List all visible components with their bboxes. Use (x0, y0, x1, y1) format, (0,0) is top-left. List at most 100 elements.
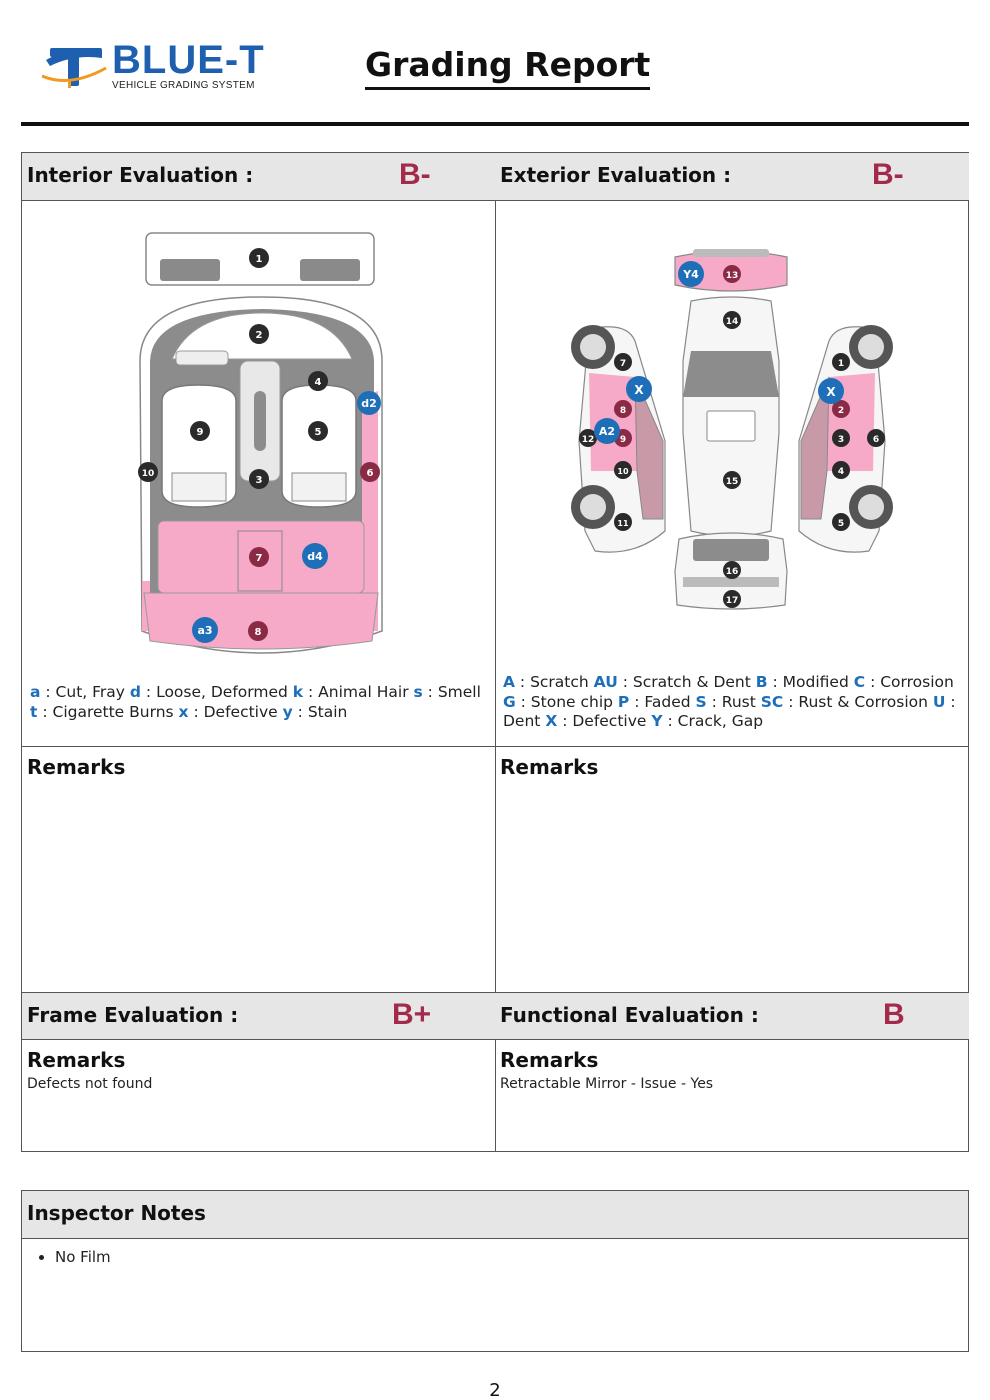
svg-text:6: 6 (873, 435, 879, 445)
svg-text:2: 2 (256, 330, 263, 341)
interior-legend-desc: : Stain (292, 702, 348, 721)
svg-text:14: 14 (726, 317, 739, 327)
exterior-marker-10: 10 (614, 461, 632, 479)
interior-marker-d2: d2 (357, 391, 381, 415)
interior-legend-desc: : Defective (188, 702, 283, 721)
svg-text:3: 3 (256, 475, 263, 486)
exterior-marker-11: 11 (614, 513, 632, 531)
gear-shifter (254, 391, 266, 451)
interior-remarks-title: Remarks (27, 755, 126, 779)
svg-text:8: 8 (620, 406, 626, 416)
left-rear-rim (580, 494, 606, 520)
inspector-notes-title: Inspector Notes (27, 1201, 206, 1225)
functional-evaluation-title: Functional Evaluation : (500, 1003, 759, 1027)
svg-text:6: 6 (367, 468, 374, 479)
page-number: 2 (489, 1380, 501, 1400)
right-window-damage (800, 376, 830, 520)
exterior-legend-key: AU (593, 673, 618, 691)
svg-text:11: 11 (617, 519, 629, 528)
front-grille (693, 249, 769, 257)
logo-text: BLUE-T (112, 38, 265, 82)
exterior-legend: A : Scratch AU : Scratch & Dent B : Modi… (503, 673, 967, 732)
exterior-marker-7: 7 (614, 353, 632, 371)
exterior-legend-key: U (932, 692, 946, 711)
interior-marker-5: 5 (308, 421, 328, 441)
right-front-rim (858, 334, 884, 360)
exterior-legend-key: Y (651, 712, 663, 730)
interior-marker-2: 2 (249, 324, 269, 344)
svg-text:7: 7 (620, 359, 626, 369)
exterior-legend-desc: : Defective (557, 712, 652, 730)
interior-marker-4: 4 (308, 371, 328, 391)
interior-marker-8: 8 (248, 621, 268, 641)
exterior-remarks-divider (495, 746, 969, 747)
svg-text:8: 8 (255, 627, 262, 638)
dashboard-vent-left (160, 259, 220, 281)
svg-text:1: 1 (838, 359, 844, 369)
exterior-legend-desc: : Dent (503, 692, 956, 731)
page-title: Grading Report (365, 44, 651, 90)
evaluation-grid: Interior Evaluation : B- (21, 152, 969, 1152)
svg-text:X: X (826, 385, 836, 399)
exterior-marker-a2: A2 (594, 418, 620, 444)
exterior-legend-desc: : Rust (706, 692, 761, 711)
exterior-grade: B- (872, 158, 904, 191)
exterior-marker-2: 2 (832, 400, 850, 418)
interior-diagram: 1 2 3 4 5 9 10 6 7 8 d2 d4 a3 (138, 232, 383, 654)
blue-t-logo: BLUE-T VEHICLE GRADING SYSTEM (40, 38, 290, 94)
left-front-rim (580, 334, 606, 360)
exterior-evaluation-header: Exterior Evaluation : B- (495, 153, 969, 201)
svg-text:3: 3 (838, 435, 844, 445)
exterior-evaluation-title: Exterior Evaluation : (500, 163, 732, 187)
exterior-diagram: 13 Y4 14 15 16 17 7 8 9 12 10 11 X A2 1 … (571, 249, 893, 610)
front-left-seat-back (171, 472, 227, 502)
interior-legend-key: t (30, 702, 38, 721)
left-column: Interior Evaluation : B- (22, 153, 496, 1151)
interior-marker-a3: a3 (192, 617, 218, 643)
interior-marker-1: 1 (249, 248, 269, 268)
interior-legend: a : Cut, Fray d : Loose, Deformed k : An… (30, 683, 490, 722)
frame-remarks-title: Remarks (27, 1048, 126, 1072)
exterior-marker-14: 14 (723, 311, 741, 329)
exterior-remarks-title: Remarks (500, 755, 599, 779)
exterior-legend-desc: : Faded (629, 692, 696, 711)
exterior-legend-desc: : Scratch & Dent (617, 673, 756, 691)
interior-evaluation-title: Interior Evaluation : (27, 163, 254, 187)
interior-grade: B- (399, 158, 431, 191)
rear-cargo-damage (143, 592, 379, 650)
exterior-legend-key: B (755, 673, 768, 691)
interior-legend-desc: : Cigarette Burns (37, 702, 179, 721)
exterior-marker-5: 5 (832, 513, 850, 531)
left-window-damage (634, 376, 664, 520)
inspector-note-item: No Film (55, 1248, 111, 1266)
right-rear-rim (858, 494, 884, 520)
interior-legend-key: y (282, 702, 293, 721)
svg-text:12: 12 (582, 435, 595, 445)
interior-marker-10: 10 (138, 462, 158, 482)
svg-text:X: X (634, 383, 644, 397)
exterior-legend-desc: : Scratch (515, 673, 594, 691)
interior-legend-key: k (292, 683, 304, 701)
interior-marker-3: 3 (249, 469, 269, 489)
svg-text:1: 1 (256, 254, 263, 265)
interior-legend-key: x (178, 702, 189, 721)
frame-grade: B+ (392, 998, 432, 1031)
frame-remarks-text: Defects not found (27, 1076, 153, 1092)
rear-window (693, 539, 769, 561)
exterior-legend-key: X (545, 712, 558, 730)
exterior-marker-12: 12 (579, 429, 597, 447)
svg-text:16: 16 (726, 567, 739, 577)
exterior-legend-key: S (695, 692, 707, 711)
header-divider (21, 122, 969, 126)
right-side-trim-damage (362, 391, 378, 631)
svg-text:9: 9 (197, 427, 204, 438)
exterior-marker-17: 17 (723, 590, 741, 608)
interior-remarks-divider (22, 746, 495, 747)
exterior-legend-desc: : Crack, Gap (662, 712, 764, 730)
exterior-legend-desc: : Corrosion (865, 673, 954, 691)
svg-text:Y4: Y4 (682, 268, 699, 281)
interior-marker-d4: d4 (302, 543, 328, 569)
svg-text:10: 10 (617, 467, 629, 476)
exterior-legend-key: SC (760, 692, 784, 711)
exterior-marker-y4: Y4 (678, 261, 704, 287)
